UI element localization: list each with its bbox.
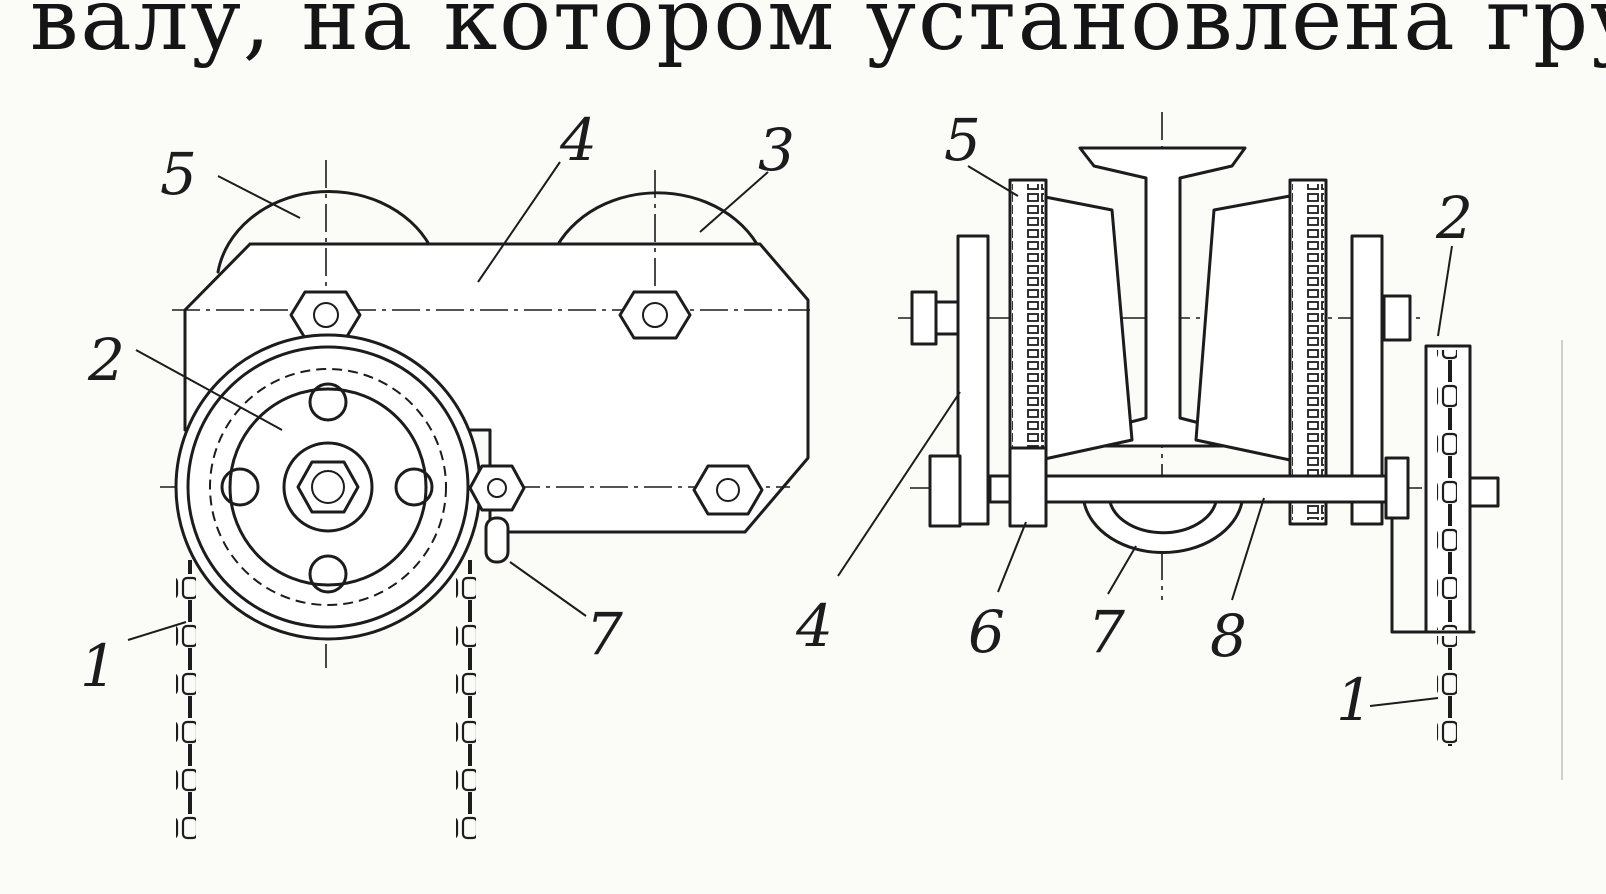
housing-nut-2	[618, 290, 692, 340]
label-5-right: 5	[944, 106, 981, 174]
drive-hub	[1082, 500, 1244, 554]
lower-shaft	[988, 474, 1392, 504]
label-7-right: 7	[1088, 598, 1125, 666]
label-8-right: 8	[1210, 602, 1247, 670]
header-text: валу, на котором установлена груз	[30, 0, 1606, 70]
hand-chain-right	[456, 560, 476, 840]
running-wheel-left-front	[1038, 194, 1134, 462]
hand-chain-left	[176, 560, 196, 840]
sprocket-side	[1384, 344, 1500, 746]
label-4-left: 4	[559, 106, 597, 174]
running-wheel-left	[216, 190, 432, 274]
running-wheel-right-front	[1194, 194, 1292, 462]
housing-nut-3	[692, 464, 764, 516]
lower-bolt-left	[928, 454, 962, 528]
stop-nut	[468, 464, 526, 564]
label-2-left: 2	[87, 326, 125, 394]
side-view: 5 4 3 2 7 1	[80, 106, 810, 840]
label-1-left: 1	[80, 632, 117, 700]
label-3-left: 3	[758, 116, 795, 184]
chain-sprocket-wheel	[174, 333, 482, 641]
housing-nut-1	[289, 290, 362, 340]
label-1-right: 1	[1336, 666, 1373, 734]
running-wheel-right	[555, 191, 770, 274]
pinion-gear	[1008, 446, 1048, 528]
label-5-left: 5	[160, 140, 197, 208]
gear-rim-right	[1288, 178, 1328, 526]
label-6-right: 6	[968, 598, 1005, 666]
front-view: 5 2 4 6 7 8 1	[795, 106, 1500, 746]
side-plate-left	[956, 234, 990, 526]
top-bolt	[910, 290, 1412, 346]
label-2-right: 2	[1435, 184, 1473, 252]
label-7-left: 7	[586, 600, 623, 668]
label-4-right: 4	[795, 592, 833, 660]
